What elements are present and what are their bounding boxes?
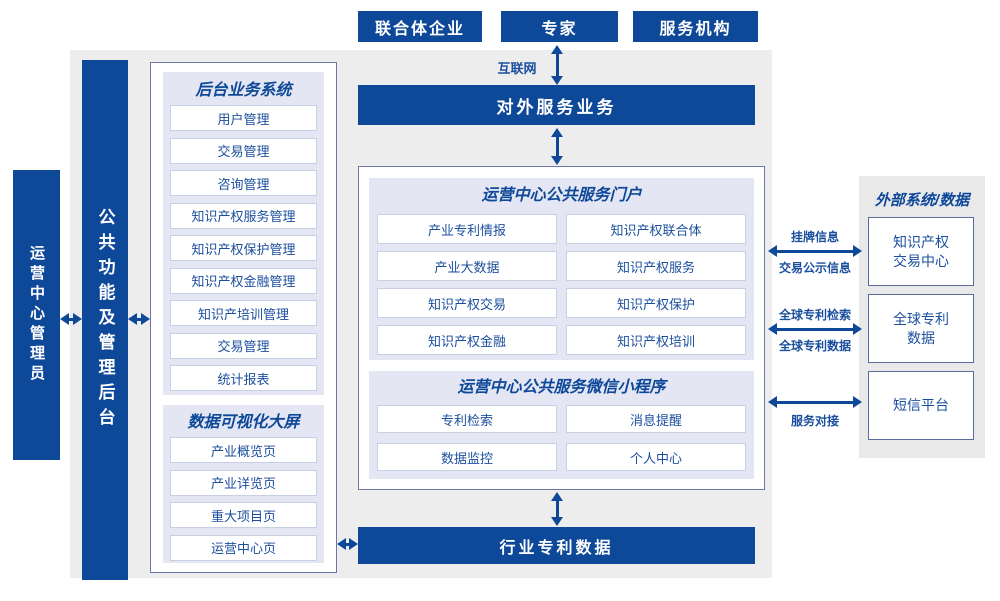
dataviz-panel: 数据可视化大屏 产业概览页 产业详览页 重大项目页 运营中心页 (163, 405, 324, 563)
external-service-bar: 对外服务业务 (358, 85, 755, 125)
list-item: 产业详览页 (170, 469, 317, 496)
dataviz-list: 产业概览页 产业详览页 重大项目页 运营中心页 (163, 437, 324, 561)
operations-admin-box: 运营中心管理员 (13, 170, 60, 460)
actor-label: 服务机构 (659, 20, 732, 38)
external-box-line: 短信平台 (893, 397, 949, 414)
actor-box-consortium: 联合体企业 (358, 11, 482, 42)
external-systems-title: 外部系统/数据 (874, 192, 970, 209)
industry-patent-data-label: 行业专利数据 (499, 539, 614, 557)
trade-publicity-label: 交易公示信息 (778, 261, 851, 275)
connector-service-portal-arrow (551, 128, 563, 165)
external-box-ip-trade-center: 知识产权 交易中心 (868, 217, 974, 286)
connector-internet-arrow (551, 45, 563, 85)
actor-label: 专家 (541, 20, 578, 38)
grid-item: 知识产权保护 (566, 288, 746, 318)
actor-box-service-orgs: 服务机构 (633, 11, 758, 42)
global-patent-search-label: 全球专利检索 (778, 308, 851, 322)
grid-item: 知识产权联合体 (566, 214, 746, 244)
list-item: 知识产培训管理 (170, 300, 317, 326)
backend-functions-bar: 公共功能及管理后台 (82, 60, 128, 580)
miniapp-grid: 专利检索 消息提醒 数据监控 个人中心 (369, 405, 754, 471)
center-services-panel: 运营中心公共服务门户 产业专利情报 知识产权联合体 产业大数据 知识产权服务 知… (358, 166, 765, 490)
list-item: 统计报表 (170, 365, 317, 391)
grid-item: 知识产权交易 (377, 288, 557, 318)
backend-system-panel: 后台业务系统 用户管理 交易管理 咨询管理 知识产权服务管理 知识产权保护管理 … (163, 72, 324, 395)
actor-box-experts: 专家 (501, 11, 618, 42)
list-item: 知识产权服务管理 (170, 202, 317, 229)
grid-item: 产业大数据 (377, 251, 557, 281)
global-patent-data-label: 全球专利数据 (778, 339, 851, 353)
backend-functions-label: 公共功能及管理后台 (95, 207, 115, 433)
grid-item: 知识产权金融 (377, 325, 557, 355)
miniapp-title: 运营中心公共服务微信小程序 (457, 379, 666, 396)
grid-item: 个人中心 (566, 443, 746, 471)
external-box-sms-platform: 短信平台 (868, 371, 974, 440)
external-box-line: 知识产权 (893, 233, 949, 250)
list-item: 产业概览页 (170, 437, 317, 463)
list-item: 用户管理 (170, 105, 317, 131)
grid-item: 知识产权培训 (566, 325, 746, 355)
grid-item: 数据监控 (377, 443, 557, 471)
external-box-line: 全球专利 (893, 310, 949, 327)
list-item: 知识产权金融管理 (170, 267, 317, 294)
portal-grid: 产业专利情报 知识产权联合体 产业大数据 知识产权服务 知识产权交易 知识产权保… (369, 214, 754, 355)
connector-sms-arrow (768, 396, 862, 408)
actor-label: 联合体企业 (374, 20, 465, 38)
miniapp-panel: 运营中心公共服务微信小程序 专利检索 消息提醒 数据监控 个人中心 (369, 371, 754, 479)
industry-patent-data-bar: 行业专利数据 (358, 527, 755, 564)
list-item: 重大项目页 (170, 502, 317, 528)
connector-backend-panel-arrow (128, 313, 150, 325)
operations-admin-label: 运营中心管理员 (28, 245, 45, 385)
dataviz-title: 数据可视化大屏 (187, 414, 300, 431)
grid-item: 产业专利情报 (377, 214, 557, 244)
list-item: 咨询管理 (170, 170, 317, 196)
grid-item: 知识产权服务 (566, 251, 746, 281)
portal-panel: 运营中心公共服务门户 产业专利情报 知识产权联合体 产业大数据 知识产权服务 知… (369, 178, 754, 360)
list-item: 交易管理 (170, 332, 317, 359)
connector-dataviz-industry-arrow (337, 538, 358, 550)
internet-label: 互联网 (497, 61, 537, 76)
external-box-line: 数据 (907, 329, 935, 346)
external-box-global-patent-data: 全球专利 数据 (868, 294, 974, 363)
connector-admin-backend-arrow (60, 313, 82, 325)
external-box-line: 交易中心 (893, 252, 949, 269)
list-item: 交易管理 (170, 137, 317, 164)
left-systems-panel: 后台业务系统 用户管理 交易管理 咨询管理 知识产权服务管理 知识产权保护管理 … (150, 62, 337, 573)
list-item: 运营中心页 (170, 534, 317, 561)
grid-item: 消息提醒 (566, 405, 746, 433)
grid-item: 专利检索 (377, 405, 557, 433)
connector-trade-center-arrow (768, 245, 862, 257)
external-systems-panel: 外部系统/数据 知识产权 交易中心 全球专利 数据 短信平台 (859, 176, 985, 458)
external-service-label: 对外服务业务 (496, 97, 617, 117)
service-connection-label: 服务对接 (790, 414, 839, 428)
listing-info-label: 挂牌信息 (790, 230, 839, 244)
backend-system-title: 后台业务系统 (195, 82, 292, 99)
portal-title: 运营中心公共服务门户 (481, 187, 642, 204)
connector-global-patent-arrow (768, 323, 862, 335)
list-item: 知识产权保护管理 (170, 235, 317, 261)
backend-system-list: 用户管理 交易管理 咨询管理 知识产权服务管理 知识产权保护管理 知识产权金融管… (163, 105, 324, 391)
connector-portal-industry-arrow (551, 492, 563, 526)
